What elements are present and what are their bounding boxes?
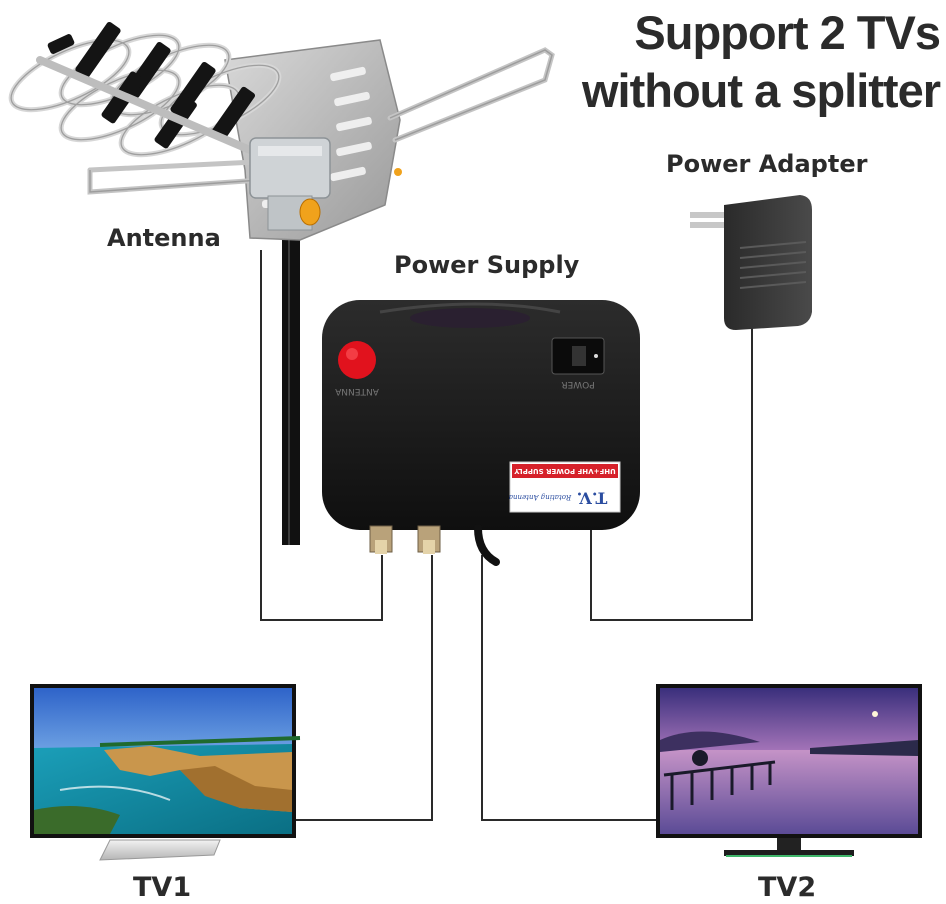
power-button-red [338,341,376,379]
power-supply-label: Power Supply [394,251,580,279]
tv2-device [656,684,922,857]
antenna-mast [282,215,300,545]
badge-brand-mark: T.V. [577,489,608,508]
tv1-label: TV1 [133,872,192,903]
headline: Support 2 TVs without a splitter [520,4,941,120]
svg-text:POWER: POWER [561,379,594,389]
headline-line1: Support 2 TVs [634,6,941,59]
connection-lines [260,250,753,821]
headline-line2: without a splitter [582,64,941,117]
power-supply-device: ANTENNA POWER UHF+VHF POWER SUPPLY Rotat… [322,300,640,566]
badge-line1: UHF+VHF POWER SUPPLY [513,467,615,475]
supply-to-tv1-cable [296,555,433,821]
tv2-label: TV2 [758,872,817,903]
supply-to-adapter-cable [590,328,753,621]
antenna-to-supply-cable [260,250,383,621]
tv1-device [30,684,301,861]
svg-text:ANTENNA: ANTENNA [334,386,379,396]
coax-ports [369,524,500,566]
antenna-label: Antenna [107,224,221,252]
badge-line2: Rotating Antenna [509,493,572,501]
supply-label-badge: UHF+VHF POWER SUPPLY Rotating Antenna T.… [509,461,621,513]
power-adapter-label: Power Adapter [666,150,868,178]
antenna-image [8,22,555,545]
power-adapter-device [690,195,812,330]
supply-to-tv2-cable [481,555,656,821]
